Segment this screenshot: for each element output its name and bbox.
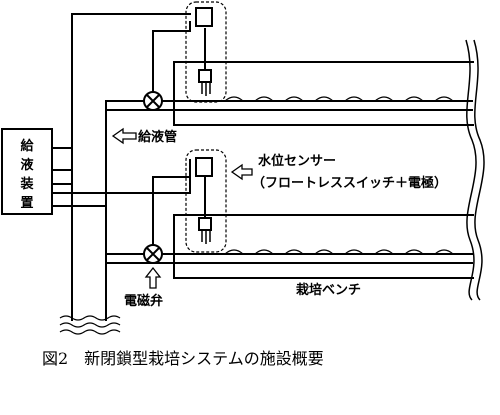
figure-caption: 図2 新閉鎖型栽培システムの施設概要 [42, 349, 324, 368]
main-supply-pipe [71, 13, 191, 321]
upper-drip-line [105, 100, 473, 111]
device-label-line-2: 液 [20, 157, 33, 173]
lower-drip-line [105, 253, 473, 264]
break-line-right-a [465, 39, 477, 301]
upper-bench [173, 61, 474, 126]
upper-plants [224, 96, 454, 102]
supply-pipe-label: 給液管 [138, 129, 177, 145]
device-label-line-4: 置 [20, 196, 33, 211]
lower-plants [224, 249, 454, 255]
device-label-line-3: 装 [19, 176, 33, 192]
ground-wave [59, 315, 121, 335]
water-sensor-label: 水位センサー [258, 153, 336, 169]
lower-bench [173, 214, 474, 279]
device-pipe-connections [51, 147, 73, 185]
upper-valve-riser [152, 21, 191, 93]
upper-solenoid-valve-icon [143, 91, 163, 111]
solenoid-valve-label: 電磁弁 [124, 293, 163, 309]
cultivation-bench-label: 栽培ベンチ [296, 282, 361, 298]
supply-device-box [1, 128, 53, 215]
lower-water-level-sensor [185, 149, 227, 253]
water-sensor-detail-label: （フロートレススイッチ＋電極） [252, 175, 447, 191]
supply-pipe-arrow-icon [111, 127, 137, 145]
valve-arrow-icon [144, 266, 162, 289]
break-line-right-b [473, 39, 485, 301]
lower-solenoid-valve-icon [143, 244, 163, 264]
upper-water-level-sensor [185, 1, 227, 103]
lower-valve-riser [152, 165, 191, 246]
device-label-line-1: 給 [20, 138, 34, 154]
sensor-arrow-icon [230, 163, 253, 181]
